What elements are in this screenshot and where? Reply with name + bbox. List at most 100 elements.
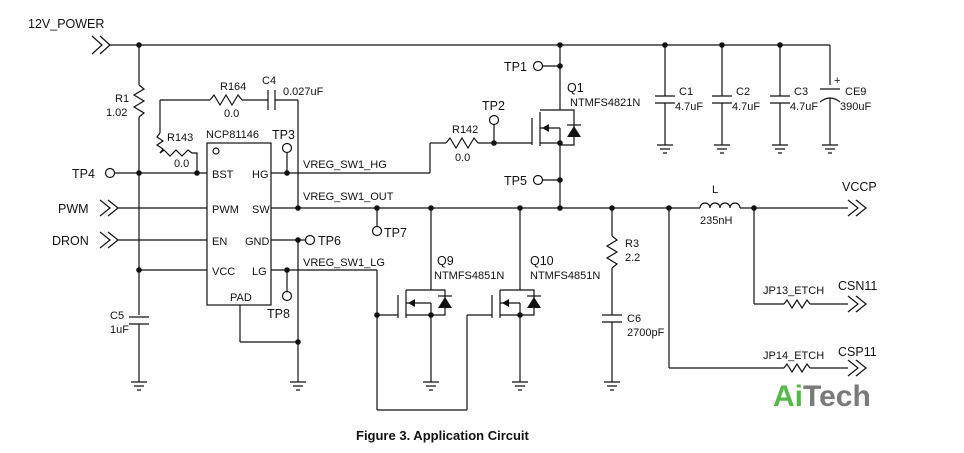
r142-value: 0.0 <box>455 152 470 164</box>
r143-value: 0.0 <box>174 158 189 170</box>
tp5-label: TP5 <box>504 174 527 188</box>
l-ref: L <box>712 184 718 196</box>
tp1-label: TP1 <box>504 60 527 74</box>
c1-capacitor: C1 4.7uF <box>655 45 703 154</box>
r164-resistor: R164 0.0 <box>160 81 268 173</box>
tp3-label: TP3 <box>272 128 295 142</box>
jp13-etch-jumper: JP13_ETCH CSN11 <box>753 208 877 313</box>
q10-mosfet: Q10 NTMFS4851N <box>491 208 600 391</box>
c3-capacitor: C3 4.7uF <box>770 45 818 154</box>
r1-resistor: R1 1.02 <box>106 45 146 315</box>
r164-ref: R164 <box>220 81 246 93</box>
dron-input-port: DRON <box>52 231 207 249</box>
r143-resistor: R143 0.0 <box>155 100 198 170</box>
ncp81146-driver-ic: NCP81146 BST HG PWM SW EN GND VCC LG PAD <box>206 129 301 345</box>
ce9-electrolytic-capacitor: + CE9 390uF <box>819 75 871 154</box>
c2-capacitor: C2 4.7uF <box>712 45 760 154</box>
net-label-sw1-out: VREG_SW1_OUT <box>303 191 394 203</box>
pin-vcc: VCC <box>212 266 235 278</box>
pin-en: EN <box>212 236 227 248</box>
tp7-label: TP7 <box>384 226 407 240</box>
tp6-testpoint: TP6 <box>271 234 341 248</box>
c5-capacitor: C5 1uF <box>110 310 149 391</box>
net-vreg-sw1-hg: VREG_SW1_HG <box>271 143 431 176</box>
r3-value: 2.2 <box>625 252 640 264</box>
ce9-value: 390uF <box>840 101 871 113</box>
tp8-testpoint: TP8 <box>267 270 293 321</box>
c2-value: 4.7uF <box>732 101 760 113</box>
q10-ref: Q10 <box>530 254 554 268</box>
ce9-polarity: + <box>834 75 840 87</box>
vccp-output-port: VCCP <box>842 180 877 217</box>
logo-part-ai: Ai <box>773 380 803 413</box>
tp8-label: TP8 <box>267 307 290 321</box>
c4-value: 0.027uF <box>283 86 324 98</box>
r142-ref: R142 <box>452 124 478 136</box>
q1-mosfet: Q1 NTMFS4821N <box>531 45 640 207</box>
pin-pwm: PWM <box>212 204 239 216</box>
figure-caption: Figure 3. Application Circuit <box>356 428 530 443</box>
r3-ref: R3 <box>625 238 639 250</box>
net-vreg-sw1-out: VREG_SW1_OUT <box>271 191 700 211</box>
c3-ref: C3 <box>794 86 808 98</box>
tp6-label: TP6 <box>318 234 341 248</box>
logo-part-tech: Tech <box>803 380 871 413</box>
c6-value: 2700pF <box>627 327 665 339</box>
r1-value: 1.02 <box>106 107 127 119</box>
c5-value: 1uF <box>110 324 129 336</box>
dron-net-label: DRON <box>52 234 89 248</box>
pin-sw: SW <box>252 204 270 216</box>
jp14-etch-jumper: JP14_ETCH CSP11 <box>668 208 877 377</box>
net-label-sw1-hg: VREG_SW1_HG <box>303 159 387 171</box>
r1-ref: R1 <box>115 93 129 105</box>
c1-ref: C1 <box>679 86 693 98</box>
c1-value: 4.7uF <box>675 101 703 113</box>
pwm-input-port: PWM <box>58 199 207 217</box>
r164-value: 0.0 <box>224 108 239 120</box>
power-rail-12v: 12V_POWER <box>28 17 831 85</box>
c4-ref: C4 <box>262 75 276 87</box>
net-label-12v-power: 12V_POWER <box>28 17 104 31</box>
r142-resistor: R142 0.0 <box>430 124 532 164</box>
ce9-ref: CE9 <box>845 86 866 98</box>
tp1-testpoint: TP1 <box>504 60 563 74</box>
vccp-net-label: VCCP <box>842 180 877 194</box>
q9-mosfet: Q9 NTMFS4851N <box>397 208 504 391</box>
aitech-watermark-logo: AiTech <box>773 380 871 413</box>
c4-capacitor: C4 0.027uF <box>262 75 324 208</box>
c5-ref: C5 <box>110 310 124 322</box>
pwm-net-label: PWM <box>58 202 89 216</box>
tp4-label: TP4 <box>72 167 95 181</box>
tp5-testpoint: TP5 <box>504 174 563 188</box>
ic-part-name: NCP81146 <box>206 129 259 141</box>
l-value: 235nH <box>700 215 732 227</box>
c6-ref: C6 <box>627 313 641 325</box>
csp11-net-label: CSP11 <box>838 345 877 359</box>
jp14-ref: JP14_ETCH <box>763 350 824 362</box>
q1-part: NTMFS4821N <box>570 97 640 109</box>
c3-value: 4.7uF <box>790 101 818 113</box>
csn11-net-label: CSN11 <box>838 279 877 293</box>
pin-bst: BST <box>212 169 234 181</box>
tp2-label: TP2 <box>482 99 505 113</box>
q1-ref: Q1 <box>567 81 584 95</box>
tp2-testpoint: TP2 <box>482 99 505 143</box>
svg-text:AiTech: AiTech <box>773 380 871 413</box>
r3-resistor: R3 2.2 <box>605 208 640 315</box>
pin-gnd: GND <box>245 236 270 248</box>
tp7-testpoint: TP7 <box>371 208 407 240</box>
l-inductor: L 235nH <box>699 184 848 227</box>
r143-ref: R143 <box>167 132 193 144</box>
c6-capacitor: C6 2700pF <box>602 313 665 391</box>
tp3-testpoint: TP3 <box>272 128 295 173</box>
c2-ref: C2 <box>736 86 750 98</box>
net-label-sw1-lg: VREG_SW1_LG <box>303 257 385 269</box>
pin-pad: PAD <box>230 292 252 304</box>
pin-lg: LG <box>252 266 267 278</box>
pin-hg: HG <box>252 169 269 181</box>
tp4-testpoint: TP4 <box>72 167 207 181</box>
q9-part: NTMFS4851N <box>434 270 504 282</box>
q9-ref: Q9 <box>437 254 454 268</box>
q10-part: NTMFS4851N <box>530 270 600 282</box>
